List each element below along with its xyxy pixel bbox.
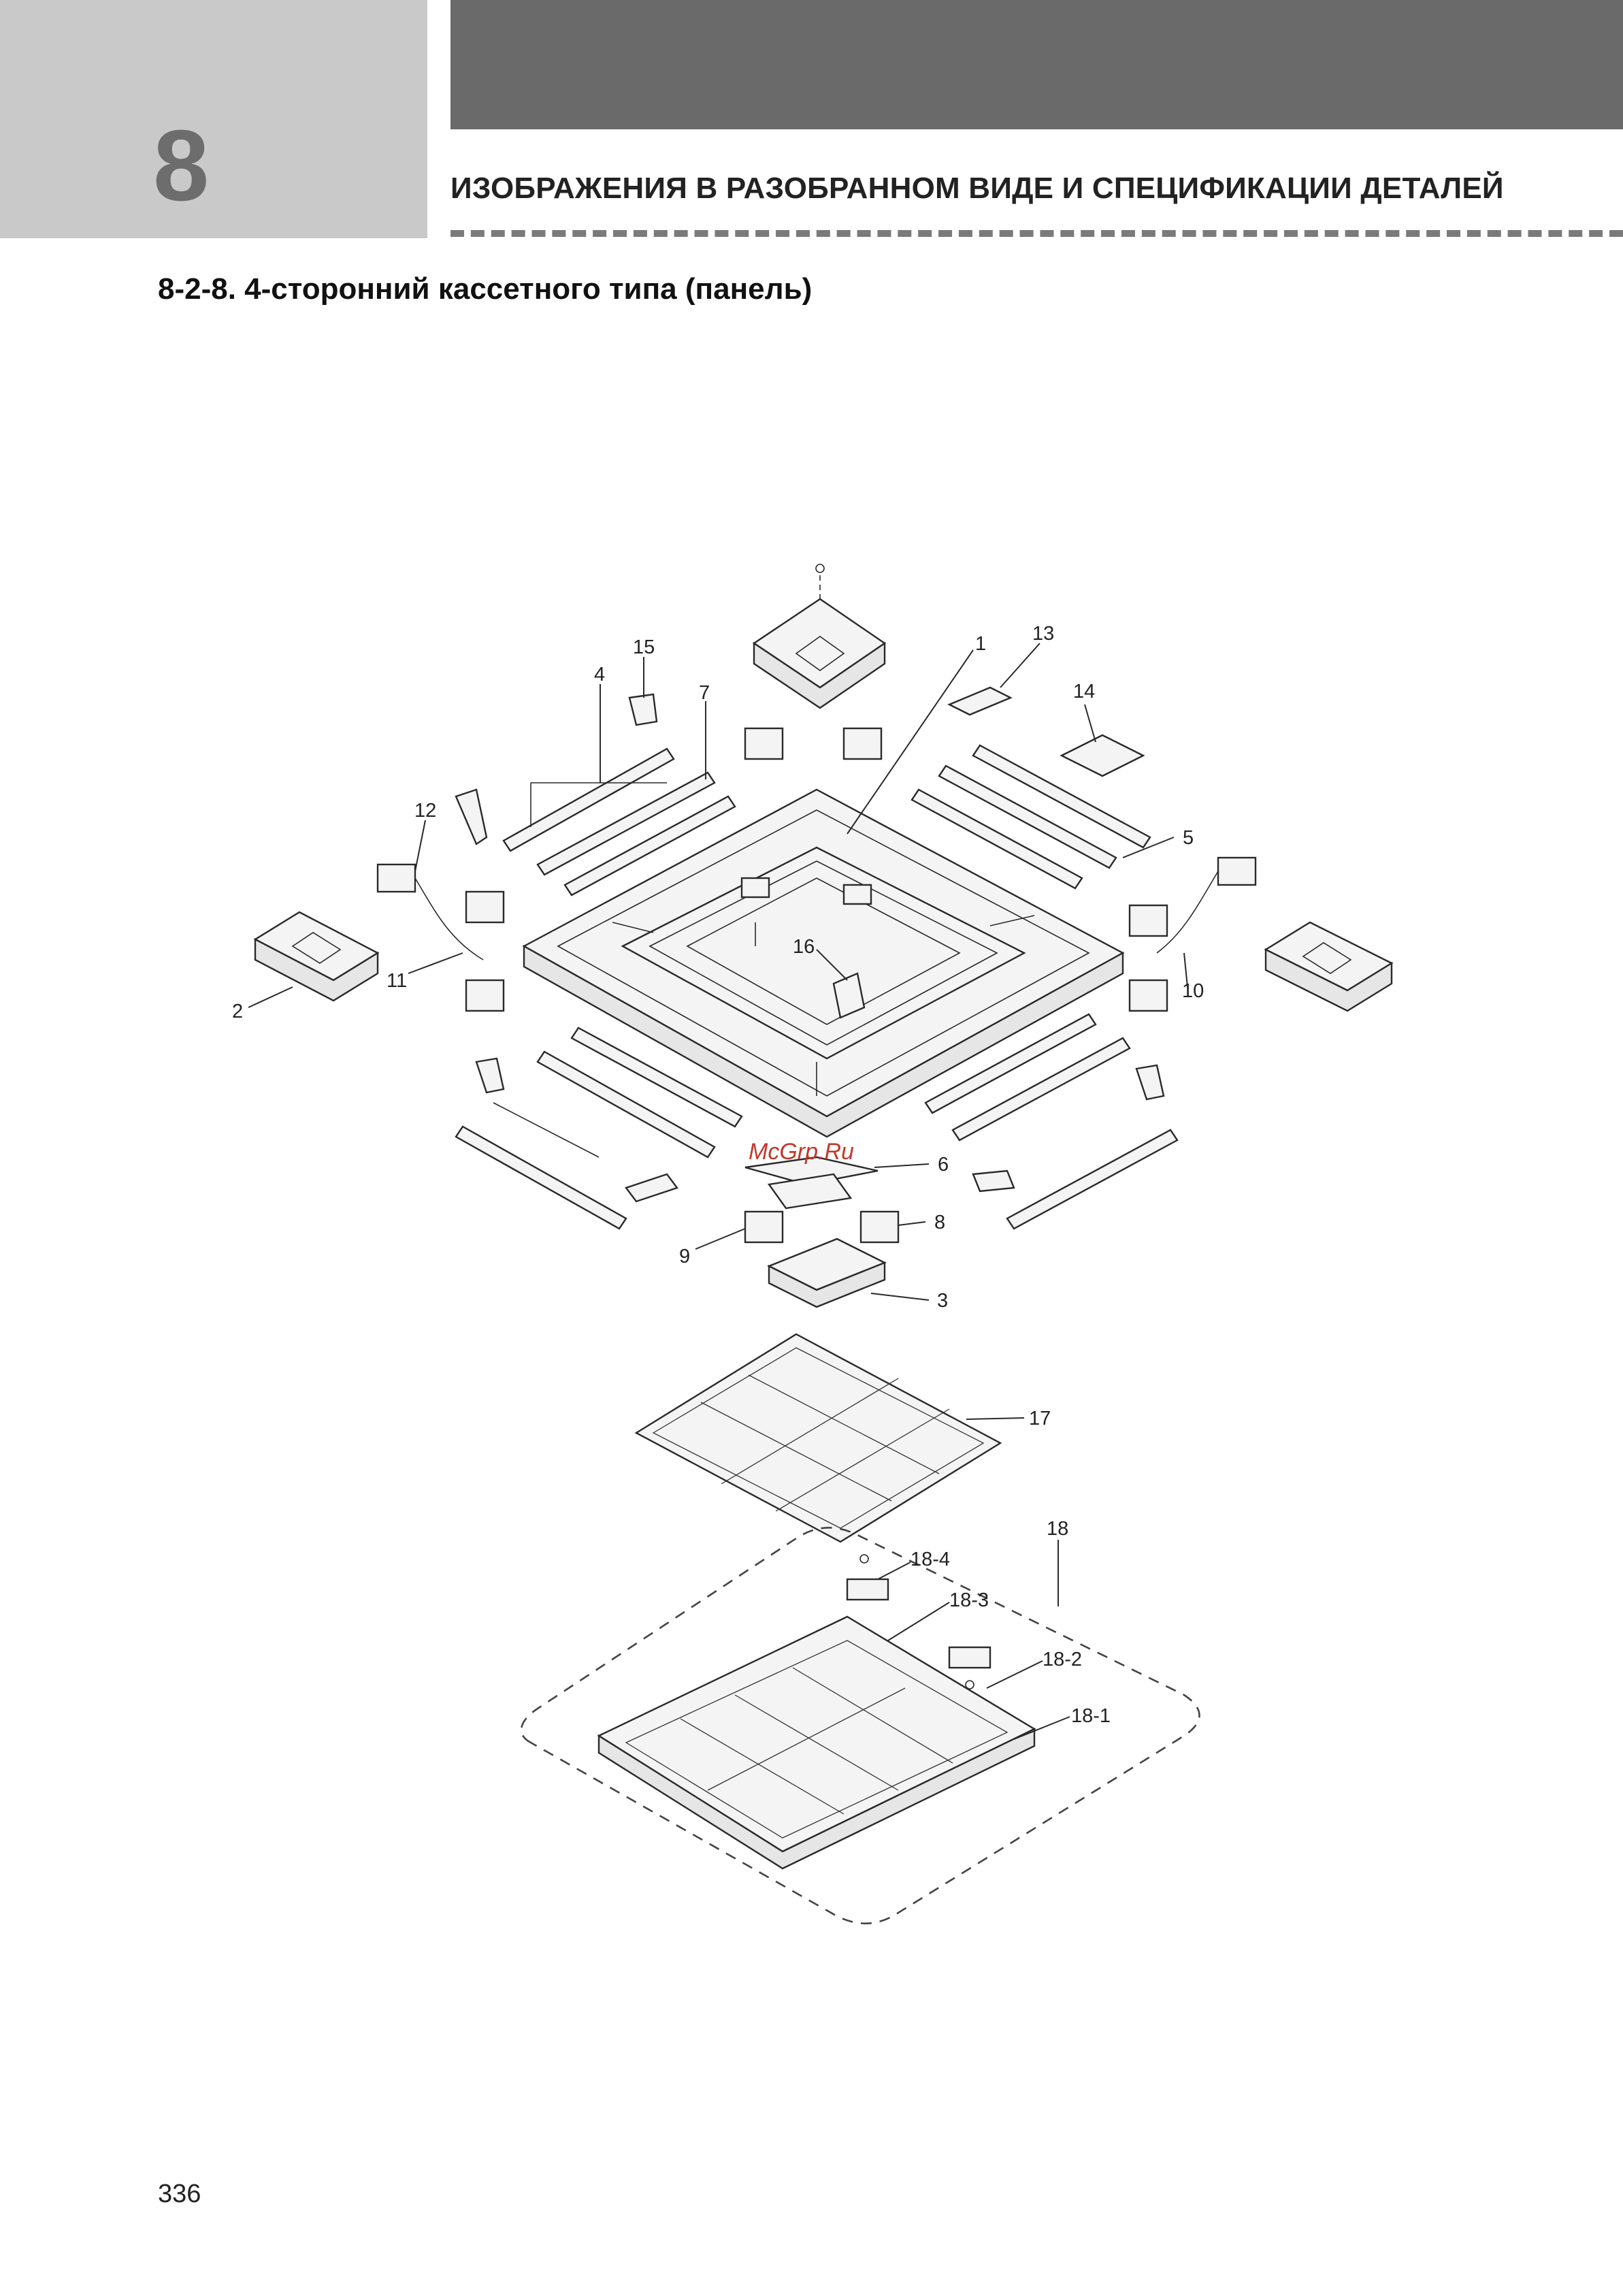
callout-4: 4 [594, 664, 605, 685]
callout-6: 6 [938, 1154, 949, 1176]
corner-cover-right [1266, 922, 1392, 1011]
page-number: 336 [158, 2180, 201, 2209]
callout-14: 14 [1073, 681, 1095, 702]
watermark: McGrp.Ru [749, 1139, 854, 1165]
callout-5: 5 [1183, 827, 1194, 849]
callout-2: 2 [232, 1001, 243, 1022]
callout-18-1: 18-1 [1071, 1705, 1111, 1727]
callout-18-3: 18-3 [949, 1589, 989, 1611]
callout-8: 8 [934, 1212, 945, 1233]
callout-16: 16 [793, 936, 815, 958]
callout-18: 18 [1047, 1518, 1068, 1540]
callout-15: 15 [633, 636, 655, 658]
callout-13: 13 [1032, 623, 1054, 645]
callout-17: 17 [1029, 1408, 1051, 1429]
callout-18-4: 18-4 [911, 1549, 950, 1570]
rail-right-upper [912, 688, 1150, 888]
main-panel-frame [524, 790, 1123, 1137]
filter [636, 1334, 1000, 1542]
callout-12: 12 [414, 800, 436, 822]
callout-10: 10 [1182, 980, 1204, 1002]
callout-3: 3 [937, 1290, 948, 1312]
callout-18-2: 18-2 [1043, 1649, 1082, 1670]
corner-cover-left [255, 912, 378, 1001]
callout-9: 9 [679, 1246, 690, 1267]
callout-11: 11 [387, 970, 407, 992]
callout-1: 1 [975, 633, 986, 655]
callout-7: 7 [699, 682, 710, 704]
corner-cover-top [754, 564, 885, 708]
